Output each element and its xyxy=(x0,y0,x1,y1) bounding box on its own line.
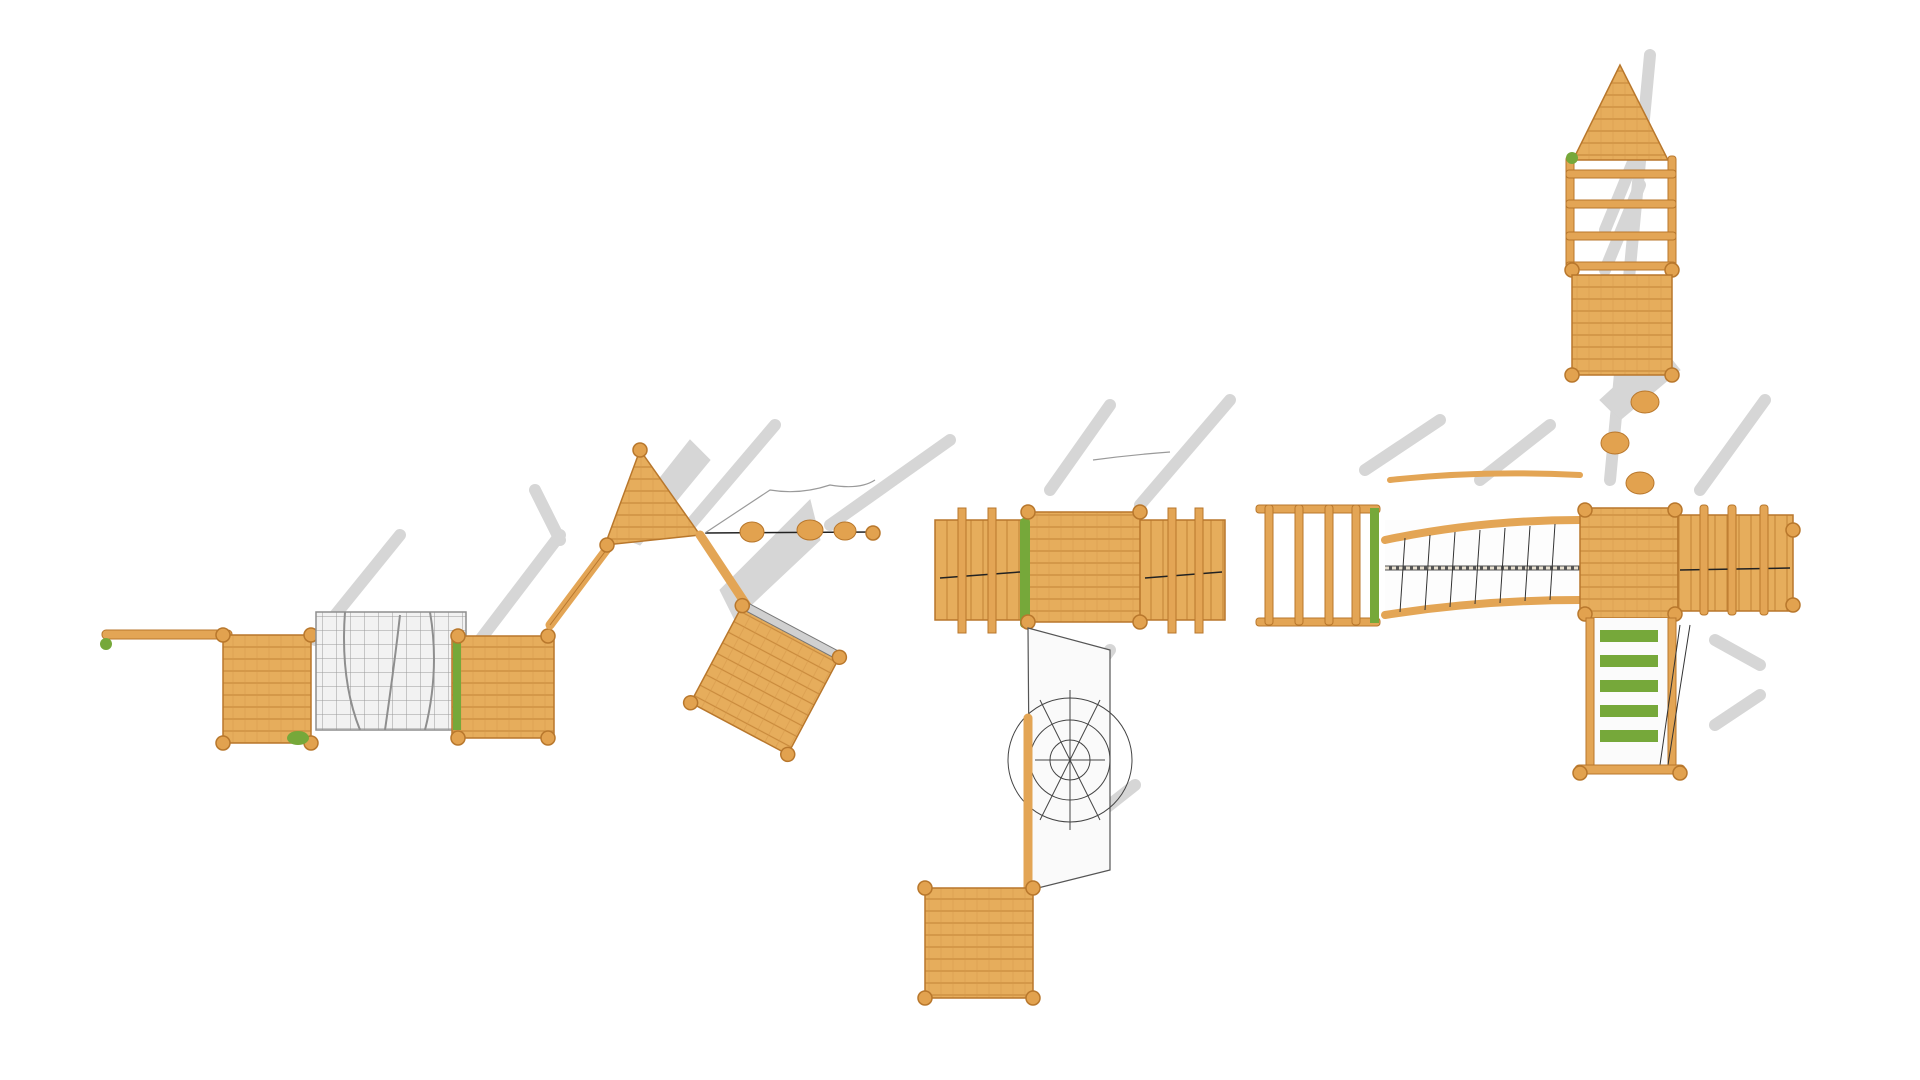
green-cap xyxy=(1566,152,1578,164)
green-cap xyxy=(100,638,112,650)
left-deck-platform xyxy=(222,634,312,744)
balance-log xyxy=(833,521,857,541)
tower-bridge-and-ladder xyxy=(1255,63,1801,781)
lower-deck-platform xyxy=(924,887,1034,999)
a-frame-triangle xyxy=(603,448,702,546)
shadow-layer xyxy=(309,49,1771,866)
right-deck-platform xyxy=(451,635,555,739)
a-frame-and-balance-logs xyxy=(599,442,881,765)
stepping-log xyxy=(1630,390,1660,414)
left-ladder-frame xyxy=(1255,504,1381,627)
green-edge-board xyxy=(1370,508,1379,623)
rotated-deck-platform xyxy=(680,595,850,765)
tower-railing xyxy=(1565,155,1677,275)
balance-log xyxy=(739,521,765,543)
platform-with-spider-net xyxy=(917,451,1226,1006)
balance-log xyxy=(796,519,824,541)
platform-tunnel-section xyxy=(100,540,615,751)
green-cap xyxy=(287,731,309,745)
access-log-beam xyxy=(101,629,233,640)
green-side-board xyxy=(1020,518,1030,628)
green-edge-board xyxy=(453,640,461,730)
rope-bridge xyxy=(1381,470,1584,620)
tower-deck xyxy=(1571,274,1673,376)
stepping-log xyxy=(1600,431,1630,455)
tunnel-net xyxy=(315,611,467,731)
right-bridge-platform xyxy=(1579,507,1679,619)
tower-roof xyxy=(1571,63,1670,161)
rail-posts xyxy=(957,507,1204,634)
center-deck xyxy=(1027,511,1141,623)
green-rung-ladder xyxy=(1572,617,1691,781)
stepping-log xyxy=(1625,471,1655,495)
upper-guide-rope xyxy=(704,479,876,534)
